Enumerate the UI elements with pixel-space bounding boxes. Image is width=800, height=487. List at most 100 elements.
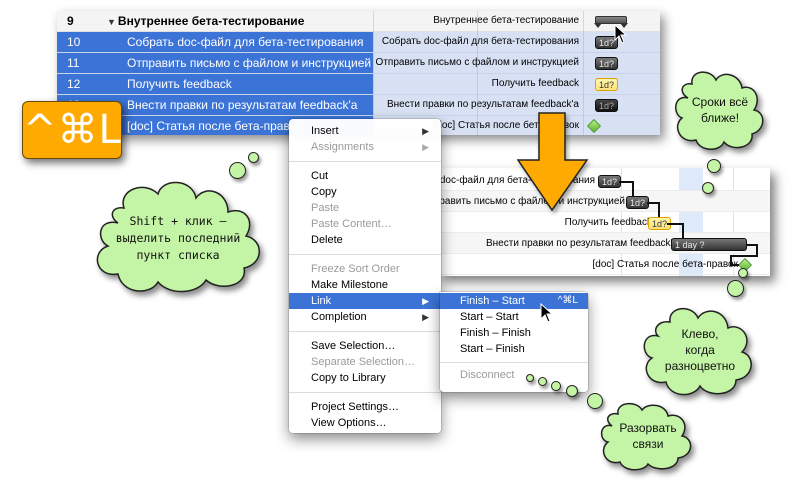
table-row[interactable]: 13 Внести правки по результатам feedback… xyxy=(57,95,660,116)
link-connector xyxy=(747,244,757,246)
link-connector xyxy=(647,202,659,204)
link-connector xyxy=(632,181,634,196)
link-connector xyxy=(730,264,739,266)
table-row[interactable]: 11 Отправить письмо с файлом и инструкци… xyxy=(57,53,660,74)
menu-item-paste-content[interactable]: Paste Content… xyxy=(311,218,392,230)
menu-separator xyxy=(289,254,441,255)
menu-item-paste[interactable]: Paste xyxy=(311,202,340,214)
today-column xyxy=(679,168,703,276)
context-menu: Insert▶ Assignments▶ Cut Copy Paste Past… xyxy=(289,119,441,433)
mouse-cursor-icon xyxy=(540,303,554,323)
mouse-cursor-icon xyxy=(614,24,628,44)
menu-item-start-finish[interactable]: Start – Finish xyxy=(460,343,525,355)
task-bar[interactable]: 1d? xyxy=(595,36,619,49)
link-connector xyxy=(730,255,732,265)
menu-item-cut[interactable]: Cut xyxy=(311,170,329,182)
menu-item-separate-selection[interactable]: Separate Selection… xyxy=(311,356,415,368)
thought-dot xyxy=(707,159,721,173)
link-connector xyxy=(682,223,684,238)
row-title[interactable]: ▼Внутреннее бета-тестирование xyxy=(107,11,373,31)
task-bar[interactable]: 1d? xyxy=(598,175,622,188)
gantt-row[interactable]: Получить feedback xyxy=(438,212,770,233)
link-connector xyxy=(667,223,683,225)
menu-item-assignments[interactable]: Assignments▶ xyxy=(311,141,429,153)
column-divider xyxy=(373,11,374,135)
link-connector xyxy=(756,244,758,256)
row-number: 12 xyxy=(57,74,107,94)
column-divider xyxy=(583,11,584,135)
callout-shift-click: Shift + клик – выделить последний пункт … xyxy=(88,178,268,298)
menu-item-insert[interactable]: Insert▶ xyxy=(311,125,429,137)
link-connector xyxy=(730,255,758,257)
thought-dot xyxy=(566,385,578,397)
gantt-row[interactable]: Отправить письмо с файлом и инструкцией xyxy=(438,191,770,212)
outline-table: 9 ▼Внутреннее бета-тестирование Внутренн… xyxy=(57,11,660,135)
menu-item-make-milestone[interactable]: Make Milestone xyxy=(311,279,389,291)
submenu-arrow-icon: ▶ xyxy=(422,126,429,136)
row-title[interactable]: Отправить письмо с файлом и инструкцией xyxy=(107,53,373,73)
link-connector xyxy=(658,202,660,217)
row-number: 10 xyxy=(57,32,107,52)
menu-item-finish-finish[interactable]: Finish – Finish xyxy=(460,327,531,339)
row-title[interactable]: Получить feedback xyxy=(107,74,373,94)
menu-separator xyxy=(289,392,441,393)
task-bar[interactable]: 1d? xyxy=(595,99,619,112)
thought-dot xyxy=(738,268,748,278)
down-arrow-icon xyxy=(517,112,589,212)
menu-item-start-start[interactable]: Start – Start xyxy=(460,311,519,323)
menu-separator xyxy=(440,362,588,363)
gantt-row[interactable]: [doc] Статья после бета-правок xyxy=(438,254,770,275)
menu-item-freeze-sort-order[interactable]: Freeze Sort Order xyxy=(311,263,400,275)
task-bar[interactable]: 1d? xyxy=(626,196,650,209)
table-row[interactable]: 10 Собрать doc-файл для бета-тестировани… xyxy=(57,32,660,53)
gantt-result-panel: Собрать doc-файл для бета-тестирования О… xyxy=(438,168,770,276)
gantt-label: Отправить письмо с файлом и инструкцией xyxy=(373,53,583,73)
gantt-label: Собрать doc-файл для бета-тестирования xyxy=(373,32,583,52)
column-divider xyxy=(477,11,478,135)
row-number: 11 xyxy=(57,53,107,73)
submenu-arrow-icon: ▶ xyxy=(422,312,429,322)
row-number: 9 xyxy=(67,14,74,28)
summary-bar[interactable] xyxy=(594,16,628,28)
menu-item-view-options[interactable]: View Options… xyxy=(311,417,387,429)
thought-dot xyxy=(538,377,547,386)
milestone-diamond-icon[interactable] xyxy=(586,118,602,134)
gantt-label: Внести правки по результатам feedback'a xyxy=(373,95,583,115)
gantt-label: Внутреннее бета-тестирование xyxy=(373,11,583,31)
table-row[interactable]: 12 Получить feedback Получить feedback 1… xyxy=(57,74,660,95)
menu-item-copy[interactable]: Copy xyxy=(311,186,337,198)
disclosure-triangle-icon[interactable]: ▼ xyxy=(107,17,116,27)
gantt-label: Получить feedback xyxy=(373,74,583,94)
task-bar[interactable]: 1 day ? xyxy=(671,238,747,251)
thought-dot xyxy=(551,381,561,391)
menu-item-save-selection[interactable]: Save Selection… xyxy=(311,340,396,352)
menu-item-copy-to-library[interactable]: Copy to Library xyxy=(311,372,386,384)
menu-separator xyxy=(289,331,441,332)
thought-dot xyxy=(702,182,714,194)
shortcut-badge: ^⌘L xyxy=(22,101,122,159)
row-title[interactable]: Собрать doc-файл для бета-тестирования xyxy=(107,32,373,52)
thought-dot xyxy=(229,162,246,179)
thought-dot xyxy=(248,152,259,163)
menu-item-completion[interactable]: Completion▶ xyxy=(311,311,429,323)
menu-item-finish-start[interactable]: Finish – Start^⌘L xyxy=(440,293,588,309)
row-title[interactable]: Внести правки по результатам feedback'a xyxy=(107,95,373,115)
table-row-group[interactable]: 9 ▼Внутреннее бета-тестирование Внутренн… xyxy=(57,11,660,32)
menu-item-link[interactable]: Link▶ xyxy=(289,293,441,309)
submenu-arrow-icon: ▶ xyxy=(422,142,429,152)
link-submenu: Finish – Start^⌘L Start – Start Finish –… xyxy=(440,292,588,392)
keyboard-shortcut: ^⌘L xyxy=(557,295,578,306)
link-connector xyxy=(619,181,633,183)
menu-item-project-settings[interactable]: Project Settings… xyxy=(311,401,400,413)
task-bar-highlighted[interactable]: 1d? xyxy=(595,78,619,91)
gantt-row[interactable]: Собрать doc-файл для бета-тестирования xyxy=(438,170,770,191)
menu-item-disconnect[interactable]: Disconnect xyxy=(460,369,515,381)
thought-dot xyxy=(526,374,534,382)
menu-separator xyxy=(289,161,441,162)
task-bar[interactable]: 1d? xyxy=(595,57,619,70)
menu-item-delete[interactable]: Delete xyxy=(311,234,343,246)
thought-dot xyxy=(587,393,603,409)
